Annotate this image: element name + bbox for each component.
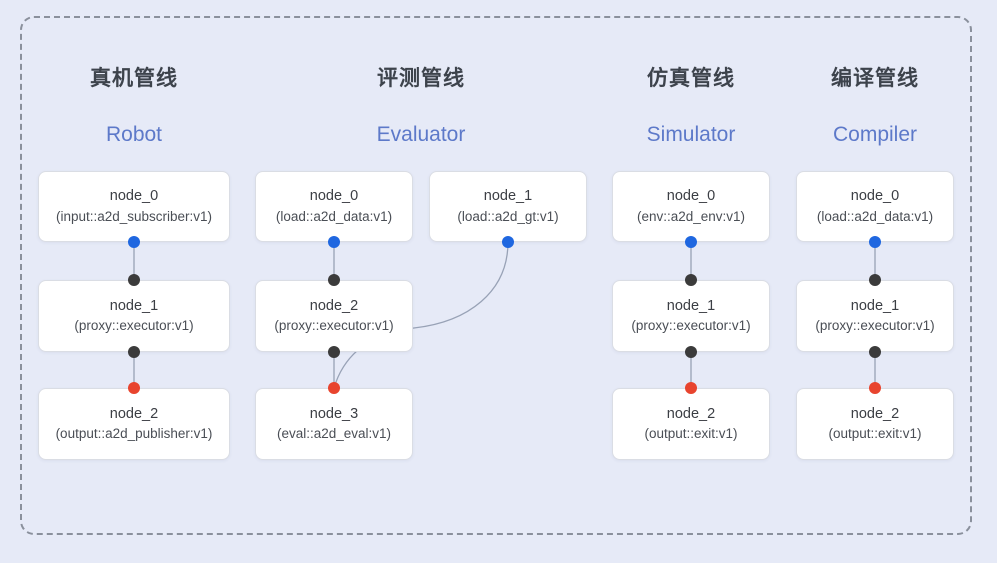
- node-type: (eval::a2d_eval:v1): [276, 426, 392, 442]
- pipeline-title-en-evaluator: Evaluator: [376, 123, 466, 146]
- node-name: node_0: [109, 188, 159, 205]
- node-type: (output::a2d_publisher:v1): [55, 426, 213, 442]
- output-port-dot: [685, 346, 697, 358]
- output-port-dot: [128, 346, 140, 358]
- input-port-dot: [328, 274, 340, 286]
- node-name: node_1: [483, 188, 533, 205]
- node-type: (env::a2d_env:v1): [636, 208, 746, 224]
- pipeline-title-zh-evaluator: 评测管线: [377, 67, 465, 90]
- node-name: node_3: [309, 405, 359, 422]
- pipeline-title-zh-simulator: 仿真管线: [647, 67, 735, 90]
- node-box-evaluator-node3: node_3 (eval::a2d_eval:v1): [255, 388, 413, 460]
- node-name: node_0: [309, 188, 359, 205]
- node-name: node_2: [850, 405, 900, 422]
- node-type: (proxy::executor:v1): [631, 318, 751, 334]
- pipeline-title-zh-robot: 真机管线: [90, 67, 178, 90]
- node-box-evaluator-node2: node_2 (proxy::executor:v1): [255, 280, 413, 352]
- node-type: (load::a2d_data:v1): [275, 208, 393, 224]
- node-type: (proxy::executor:v1): [274, 318, 394, 334]
- input-port-dot: [328, 382, 340, 394]
- pipeline-title-zh-compiler: 编译管线: [831, 67, 919, 90]
- node-box-robot-node2: node_2 (output::a2d_publisher:v1): [38, 388, 230, 460]
- node-box-simulator-node0: node_0 (env::a2d_env:v1): [612, 171, 770, 242]
- input-port-dot: [128, 382, 140, 394]
- output-port-dot: [328, 346, 340, 358]
- node-type: (load::a2d_gt:v1): [457, 208, 559, 224]
- node-box-evaluator-node1: node_1 (load::a2d_gt:v1): [429, 171, 587, 242]
- node-type: (load::a2d_data:v1): [816, 208, 934, 224]
- node-type: (input::a2d_subscriber:v1): [55, 208, 213, 224]
- node-box-evaluator-node0: node_0 (load::a2d_data:v1): [255, 171, 413, 242]
- node-type: (output::exit:v1): [828, 426, 922, 442]
- output-port-dot: [869, 236, 881, 248]
- input-port-dot: [685, 274, 697, 286]
- node-type: (proxy::executor:v1): [74, 318, 194, 334]
- node-name: node_1: [109, 297, 159, 314]
- input-port-dot: [869, 382, 881, 394]
- node-box-robot-node1: node_1 (proxy::executor:v1): [38, 280, 230, 352]
- pipeline-title-en-robot: Robot: [105, 123, 163, 146]
- dashed-frame: [20, 16, 972, 535]
- node-name: node_1: [850, 297, 900, 314]
- node-name: node_2: [666, 405, 716, 422]
- edge-eval-n1-n3: [333, 241, 509, 389]
- output-port-dot: [328, 236, 340, 248]
- node-name: node_1: [666, 297, 716, 314]
- pipeline-title-en-compiler: Compiler: [832, 123, 918, 146]
- output-port-dot: [685, 236, 697, 248]
- node-name: node_2: [109, 405, 159, 422]
- node-box-simulator-node1: node_1 (proxy::executor:v1): [612, 280, 770, 352]
- output-port-dot: [502, 236, 514, 248]
- node-box-simulator-node2: node_2 (output::exit:v1): [612, 388, 770, 460]
- node-name: node_0: [850, 188, 900, 205]
- output-port-dot: [869, 346, 881, 358]
- input-port-dot: [869, 274, 881, 286]
- output-port-dot: [128, 236, 140, 248]
- node-box-compiler-node1: node_1 (proxy::executor:v1): [796, 280, 954, 352]
- input-port-dot: [128, 274, 140, 286]
- node-box-compiler-node0: node_0 (load::a2d_data:v1): [796, 171, 954, 242]
- node-name: node_0: [666, 188, 716, 205]
- node-box-compiler-node2: node_2 (output::exit:v1): [796, 388, 954, 460]
- node-box-robot-node0: node_0 (input::a2d_subscriber:v1): [38, 171, 230, 242]
- input-port-dot: [685, 382, 697, 394]
- node-name: node_2: [309, 297, 359, 314]
- node-type: (output::exit:v1): [644, 426, 738, 442]
- node-type: (proxy::executor:v1): [815, 318, 935, 334]
- pipeline-title-en-simulator: Simulator: [646, 123, 736, 146]
